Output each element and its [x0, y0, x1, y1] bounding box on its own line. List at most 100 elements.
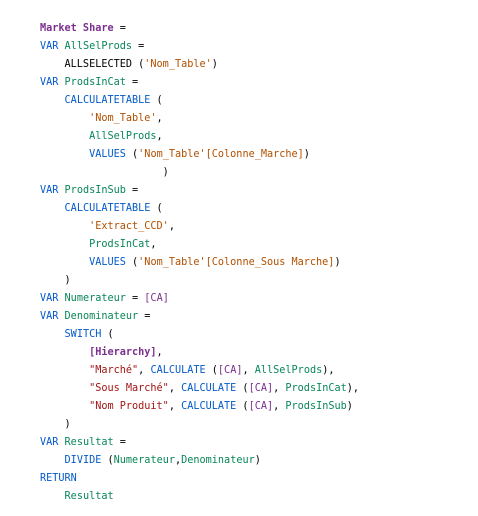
- code-token: =: [132, 41, 145, 52]
- code-token: [Hierarchy]: [89, 347, 157, 358]
- dax-code-block: Market Share =VAR AllSelProds = ALLSELEC…: [40, 20, 359, 506]
- code-token: (: [125, 149, 139, 160]
- code-token: 'Nom_Table': [89, 113, 157, 124]
- code-line: 'Nom_Table',: [40, 110, 359, 128]
- code-line: ): [40, 272, 359, 290]
- code-token: 'Extract_CCD': [89, 221, 169, 232]
- code-token: [40, 113, 89, 124]
- code-line: CALCULATETABLE (: [40, 92, 359, 110]
- code-token: ,: [168, 383, 182, 394]
- code-token: VAR: [40, 41, 65, 52]
- code-token: [40, 401, 89, 412]
- code-line: VAR Resultat =: [40, 434, 359, 452]
- code-token: AllSelProds: [254, 365, 323, 376]
- code-token: "Marché": [89, 365, 139, 376]
- code-token: [40, 239, 89, 250]
- code-token: ,: [242, 365, 255, 376]
- code-token: ): [40, 275, 71, 286]
- code-token: [40, 365, 89, 376]
- code-token: [40, 347, 89, 358]
- code-token: [40, 95, 65, 106]
- code-line: [Hierarchy],: [40, 344, 359, 362]
- code-line: "Sous Marché", CALCULATE ([CA], ProdsInC…: [40, 380, 359, 398]
- code-token: ,: [174, 455, 182, 466]
- code-line: ): [40, 164, 359, 182]
- code-token: [40, 383, 89, 394]
- code-token: [40, 491, 65, 502]
- code-line: VAR ProdsInSub =: [40, 182, 359, 200]
- code-token: [CA]: [248, 401, 274, 412]
- code-line: RETURN: [40, 470, 359, 488]
- code-line: AllSelProds,: [40, 128, 359, 146]
- code-token: VAR: [40, 77, 65, 88]
- code-token: Denominateur: [181, 455, 255, 466]
- code-token: =: [113, 23, 126, 34]
- code-line: ): [40, 416, 359, 434]
- code-token: Resultat: [64, 491, 114, 502]
- code-token: [40, 257, 89, 268]
- code-token: ProdsInCat: [64, 77, 126, 88]
- code-token: Numerateur: [113, 455, 175, 466]
- code-token: VAR: [40, 185, 65, 196]
- code-token: Numerateur: [64, 293, 126, 304]
- code-token: Market Share: [40, 23, 114, 34]
- code-token: [40, 149, 89, 160]
- code-token: ProdsInSub: [64, 185, 126, 196]
- code-token: ProdsInCat: [285, 383, 347, 394]
- code-line: 'Extract_CCD',: [40, 218, 359, 236]
- code-token: ProdsInSub: [285, 401, 347, 412]
- code-token: VALUES: [89, 149, 126, 160]
- code-token: CALCULATE: [181, 383, 237, 394]
- code-token: ,: [273, 383, 286, 394]
- code-token: 'Nom_Table': [144, 59, 212, 70]
- code-token: ): [346, 401, 353, 412]
- code-token: Resultat: [64, 437, 114, 448]
- code-token: ): [211, 59, 218, 70]
- code-token: CALCULATETABLE: [64, 203, 151, 214]
- code-token: ): [40, 167, 169, 178]
- code-token: (: [236, 383, 249, 394]
- code-token: ,: [156, 131, 163, 142]
- code-token: =: [125, 77, 139, 88]
- code-token: "Sous Marché": [89, 383, 169, 394]
- code-token: (: [150, 95, 163, 106]
- code-token: ALLSELECTED (: [40, 59, 145, 70]
- code-token: ),: [322, 365, 335, 376]
- code-line: VALUES ('Nom_Table'[Colonne_Marche]): [40, 146, 359, 164]
- code-token: =: [138, 311, 151, 322]
- code-token: "Nom Produit": [89, 401, 169, 412]
- code-line: VALUES ('Nom_Table'[Colonne_Sous Marche]…: [40, 254, 359, 272]
- code-token: ,: [138, 365, 151, 376]
- code-line: DIVIDE (Numerateur,Denominateur): [40, 452, 359, 470]
- code-token: ,: [150, 239, 157, 250]
- code-token: ): [40, 419, 71, 430]
- code-line: Resultat: [40, 488, 359, 506]
- code-token: AllSelProds: [89, 131, 157, 142]
- code-token: [CA]: [217, 365, 243, 376]
- code-token: ,: [156, 113, 163, 124]
- code-token: [40, 221, 89, 232]
- code-line: VAR ProdsInCat =: [40, 74, 359, 92]
- code-token: (: [125, 257, 139, 268]
- code-line: "Marché", CALCULATE ([CA], AllSelProds),: [40, 362, 359, 380]
- code-token: VALUES: [89, 257, 126, 268]
- code-line: VAR Numerateur = [CA]: [40, 290, 359, 308]
- code-token: [CA]: [248, 383, 274, 394]
- code-token: Denominateur: [64, 311, 139, 322]
- code-token: DIVIDE: [64, 455, 102, 466]
- code-token: (: [150, 203, 163, 214]
- code-token: AllSelProds: [64, 41, 133, 52]
- code-token: ): [254, 455, 261, 466]
- code-token: VAR: [40, 437, 65, 448]
- code-token: 'Nom_Table'[Colonne_Sous Marche]: [138, 257, 335, 268]
- code-token: =: [125, 185, 139, 196]
- code-token: [CA]: [144, 293, 169, 304]
- code-line: ALLSELECTED ('Nom_Table'): [40, 56, 359, 74]
- code-token: SWITCH: [64, 329, 102, 340]
- code-token: ,: [168, 401, 182, 412]
- code-line: ProdsInCat,: [40, 236, 359, 254]
- code-line: VAR AllSelProds =: [40, 38, 359, 56]
- code-token: [40, 455, 65, 466]
- code-token: =: [113, 437, 126, 448]
- code-token: (: [236, 401, 249, 412]
